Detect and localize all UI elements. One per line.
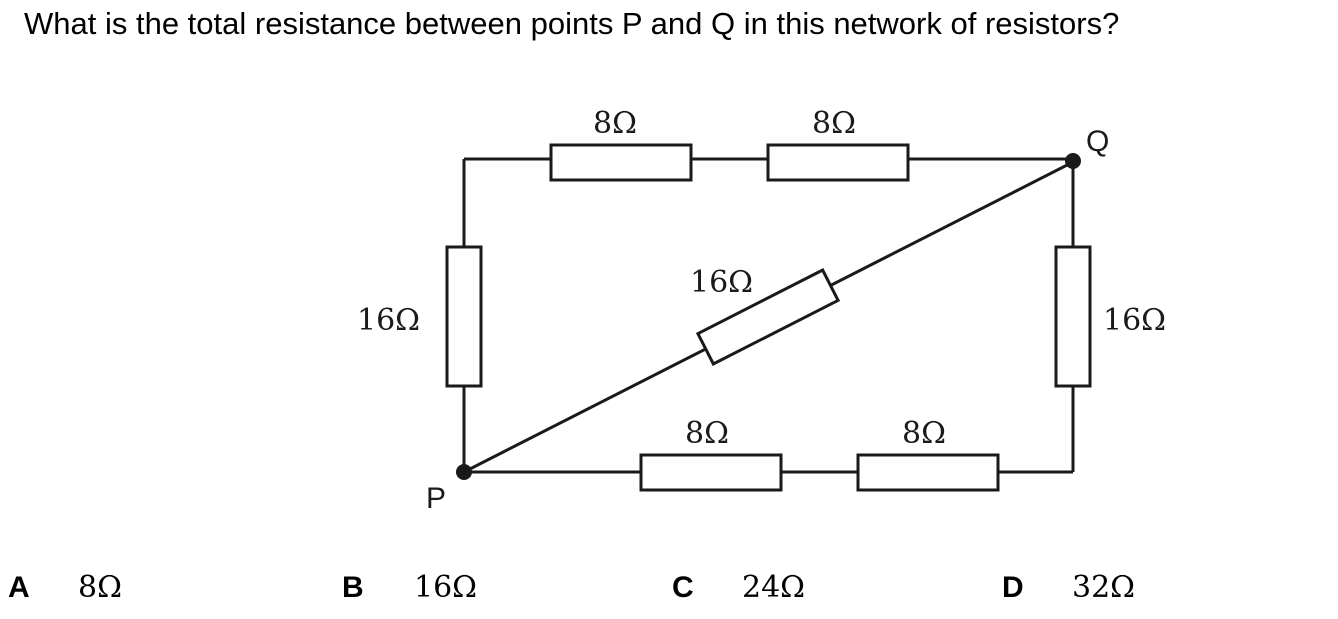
- resistor-top-left: [549, 143, 693, 182]
- resistor-bottom-right-label: 8Ω: [902, 416, 946, 451]
- resistor-right-label: 16Ω: [1103, 303, 1166, 338]
- option-b-value: 16Ω: [414, 570, 478, 605]
- option-c-letter: C: [672, 571, 694, 604]
- option-c-value: 24Ω: [742, 570, 806, 605]
- resistor-top-right: [766, 143, 910, 182]
- resistors: [445, 143, 1092, 492]
- option-a-letter: A: [8, 571, 30, 604]
- option-d[interactable]: D 32Ω: [1002, 570, 1135, 605]
- resistor-top-right-label: 8Ω: [812, 106, 856, 141]
- option-d-letter: D: [1002, 571, 1024, 604]
- resistor-left: [445, 245, 483, 388]
- resistor-bottom-left: [639, 453, 783, 492]
- node-q-label: Q: [1086, 125, 1109, 158]
- question-text: What is the total resistance between poi…: [24, 6, 1120, 41]
- resistor-bottom-left-label: 8Ω: [685, 416, 729, 451]
- option-a-value: 8Ω: [78, 570, 122, 605]
- node-q-dot: [1065, 153, 1081, 169]
- option-c[interactable]: C 24Ω: [672, 570, 805, 605]
- node-p-label: P: [426, 482, 446, 515]
- resistor-diagonal: [695, 268, 841, 366]
- option-b[interactable]: B 16Ω: [342, 570, 477, 605]
- option-a[interactable]: A 8Ω: [8, 570, 122, 605]
- resistor-right: [1054, 245, 1092, 388]
- resistor-left-label: 16Ω: [357, 303, 420, 338]
- option-d-value: 32Ω: [1072, 570, 1136, 605]
- resistor-bottom-right: [856, 453, 1000, 492]
- option-b-letter: B: [342, 571, 364, 604]
- resistor-diagonal-label: 16Ω: [690, 265, 753, 300]
- node-p-dot: [456, 464, 472, 480]
- resistor-top-left-label: 8Ω: [593, 106, 637, 141]
